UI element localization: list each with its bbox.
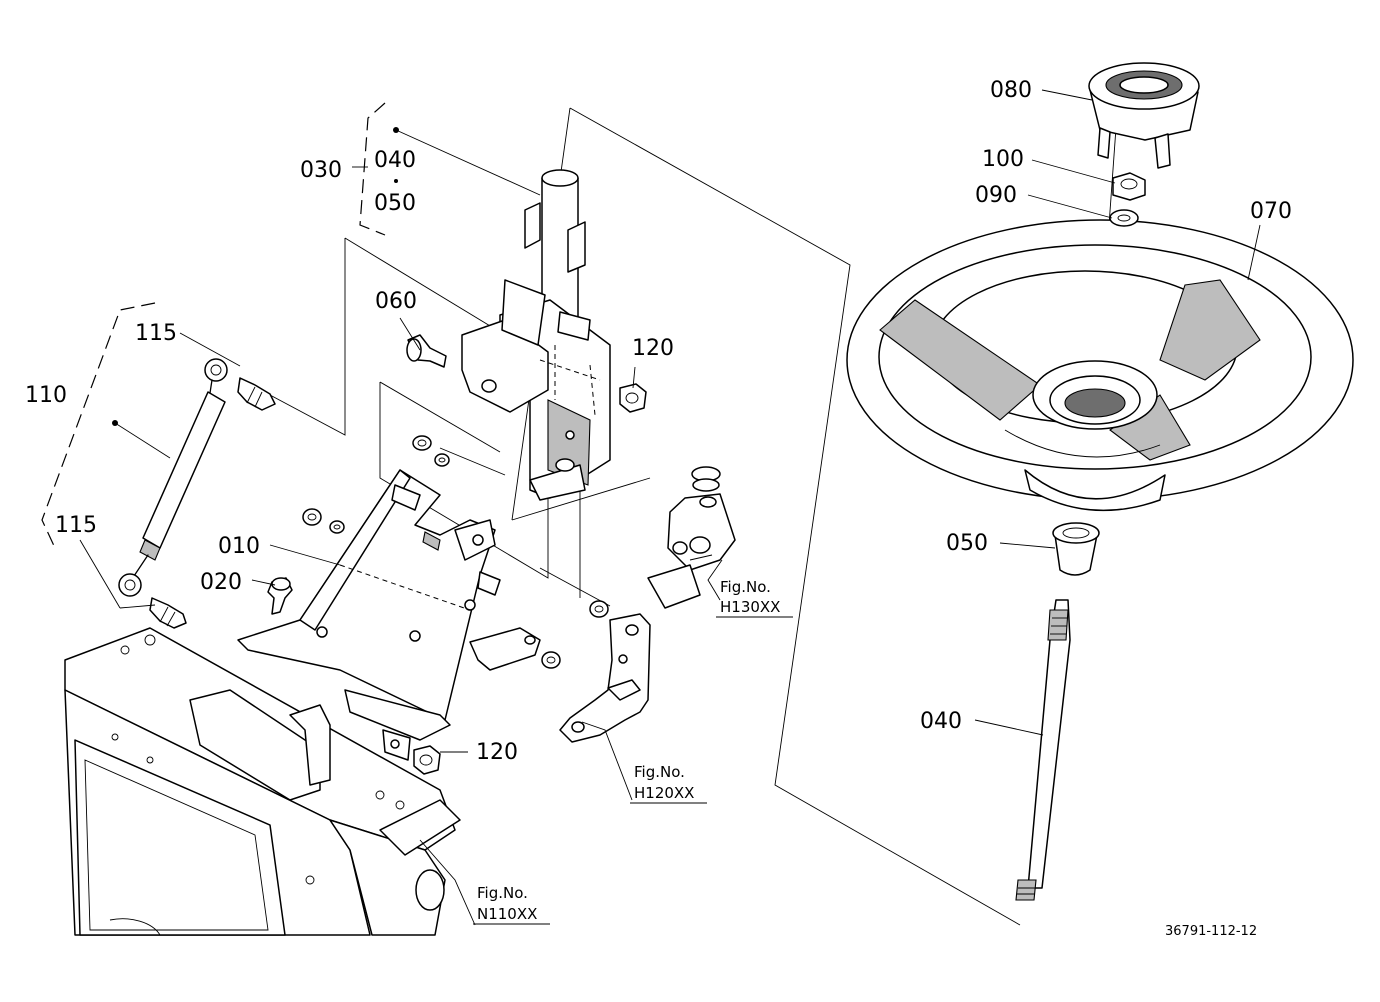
part-labels: 030 040 050 060 120 115 110 115 010 020 … — [25, 78, 1292, 765]
label-040-top: 040 — [374, 148, 416, 173]
label-050-top: 050 — [374, 191, 416, 216]
bolt-060 — [406, 334, 447, 368]
nut-120-top — [619, 383, 647, 413]
label-090: 090 — [975, 183, 1017, 208]
label-120-bottom: 120 — [476, 740, 518, 765]
label-110: 110 — [25, 383, 67, 408]
label-115-top: 115 — [135, 321, 177, 346]
label-040-right: 040 — [920, 709, 962, 734]
label-080: 080 — [990, 78, 1032, 103]
leader-lines — [79, 89, 1261, 926]
bracket-010 — [237, 469, 501, 761]
gas-strut — [112, 358, 228, 597]
label-115-bottom: 115 — [55, 513, 97, 538]
fig-ref-h120xx[interactable]: Fig.No. H120XX — [630, 763, 707, 804]
steering-wheel — [846, 219, 1354, 512]
label-020: 020 — [200, 570, 242, 595]
dashboard-frame — [64, 627, 461, 936]
label-030: 030 — [300, 158, 342, 183]
label-100: 100 — [982, 147, 1024, 172]
bushing-050 — [1052, 522, 1100, 576]
label-120-top: 120 — [632, 336, 674, 361]
fig-ref-h130xx-title: Fig.No. — [720, 578, 771, 596]
strut-dash-bracket — [41, 302, 156, 549]
stud-115-top — [237, 377, 276, 411]
fig-ref-h130xx-number: H130XX — [720, 598, 780, 616]
washer-090 — [1109, 209, 1139, 227]
nut-100 — [1112, 172, 1146, 201]
fig-ref-h130xx[interactable]: Fig.No. H130XX — [716, 578, 793, 618]
label-050-right: 050 — [946, 531, 988, 556]
nut-120-bottom — [413, 745, 441, 775]
label-060: 060 — [375, 289, 417, 314]
horn-cap — [1088, 62, 1200, 169]
column-bracket-030 — [461, 279, 611, 501]
fig-ref-h120xx-number: H120XX — [634, 784, 694, 802]
linkage-arm — [469, 613, 651, 743]
fig-ref-n110xx-title: Fig.No. — [477, 884, 528, 902]
fig-ref-h120xx-title: Fig.No. — [634, 763, 685, 781]
u-joint — [647, 466, 736, 609]
label-010: 010 — [218, 534, 260, 559]
fig-ref-n110xx[interactable]: Fig.No. N110XX — [473, 884, 550, 925]
label-070: 070 — [1250, 199, 1292, 224]
stud-115-bottom — [149, 597, 187, 629]
drawing-code: 36791-112-12 — [1165, 924, 1257, 939]
washers-nuts — [302, 435, 609, 669]
steering-shaft-040 — [1015, 599, 1071, 901]
bolt-020 — [267, 577, 293, 615]
figure-references: Fig.No. H130XX Fig.No. H120XX Fig.No. N1… — [473, 578, 793, 925]
fig-ref-n110xx-number: N110XX — [477, 905, 537, 923]
